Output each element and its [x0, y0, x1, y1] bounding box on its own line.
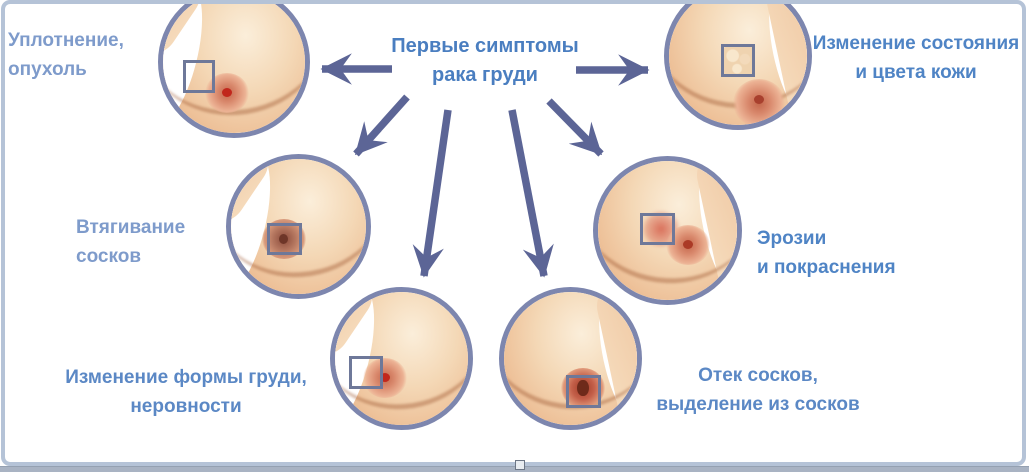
arrow-to-erosion [546, 98, 604, 157]
highlight-marker [183, 60, 215, 93]
breast-photo-circle [593, 156, 742, 305]
highlight-marker [566, 375, 601, 408]
breast-photo-circle [330, 287, 473, 430]
symptom-label-lump: Уплотнение, опухоль [8, 30, 124, 80]
symptom-label-skin-change: Изменение состояния и цвета кожи [812, 33, 1020, 83]
highlight-marker [721, 44, 755, 77]
arrow-to-nipple-retraction [353, 94, 410, 157]
symptom-label-nipple-discharge: Отек сосков, выделение из сосков [656, 365, 860, 415]
arrow-to-shape-change [412, 109, 452, 278]
arrow-to-nipple-discharge [508, 109, 554, 278]
skin-texture-patch [724, 47, 753, 76]
nipple [279, 234, 288, 244]
highlight-marker [267, 223, 302, 255]
breast-photo-circle [226, 154, 371, 299]
breast-photo-circle [499, 287, 642, 430]
highlight-marker [640, 213, 675, 245]
bottom-notch [515, 460, 525, 470]
bottom-bar [0, 466, 1029, 472]
nipple [380, 373, 390, 382]
breast-photo-circle [158, 0, 310, 138]
nipple [222, 88, 232, 97]
nipple [577, 380, 589, 396]
symptom-label-erosion: Эрозии и покраснения [757, 228, 896, 278]
symptom-label-nipple-retraction: Втягивание сосков [76, 217, 186, 267]
symptom-label-shape-change: Изменение формы груди, неровности [65, 367, 307, 417]
nipple [683, 240, 693, 249]
diagram-title: Первые симптомы рака груди [391, 35, 579, 86]
nipple [754, 95, 764, 104]
highlight-marker [349, 356, 383, 389]
breast-photo-circle [664, 0, 812, 130]
